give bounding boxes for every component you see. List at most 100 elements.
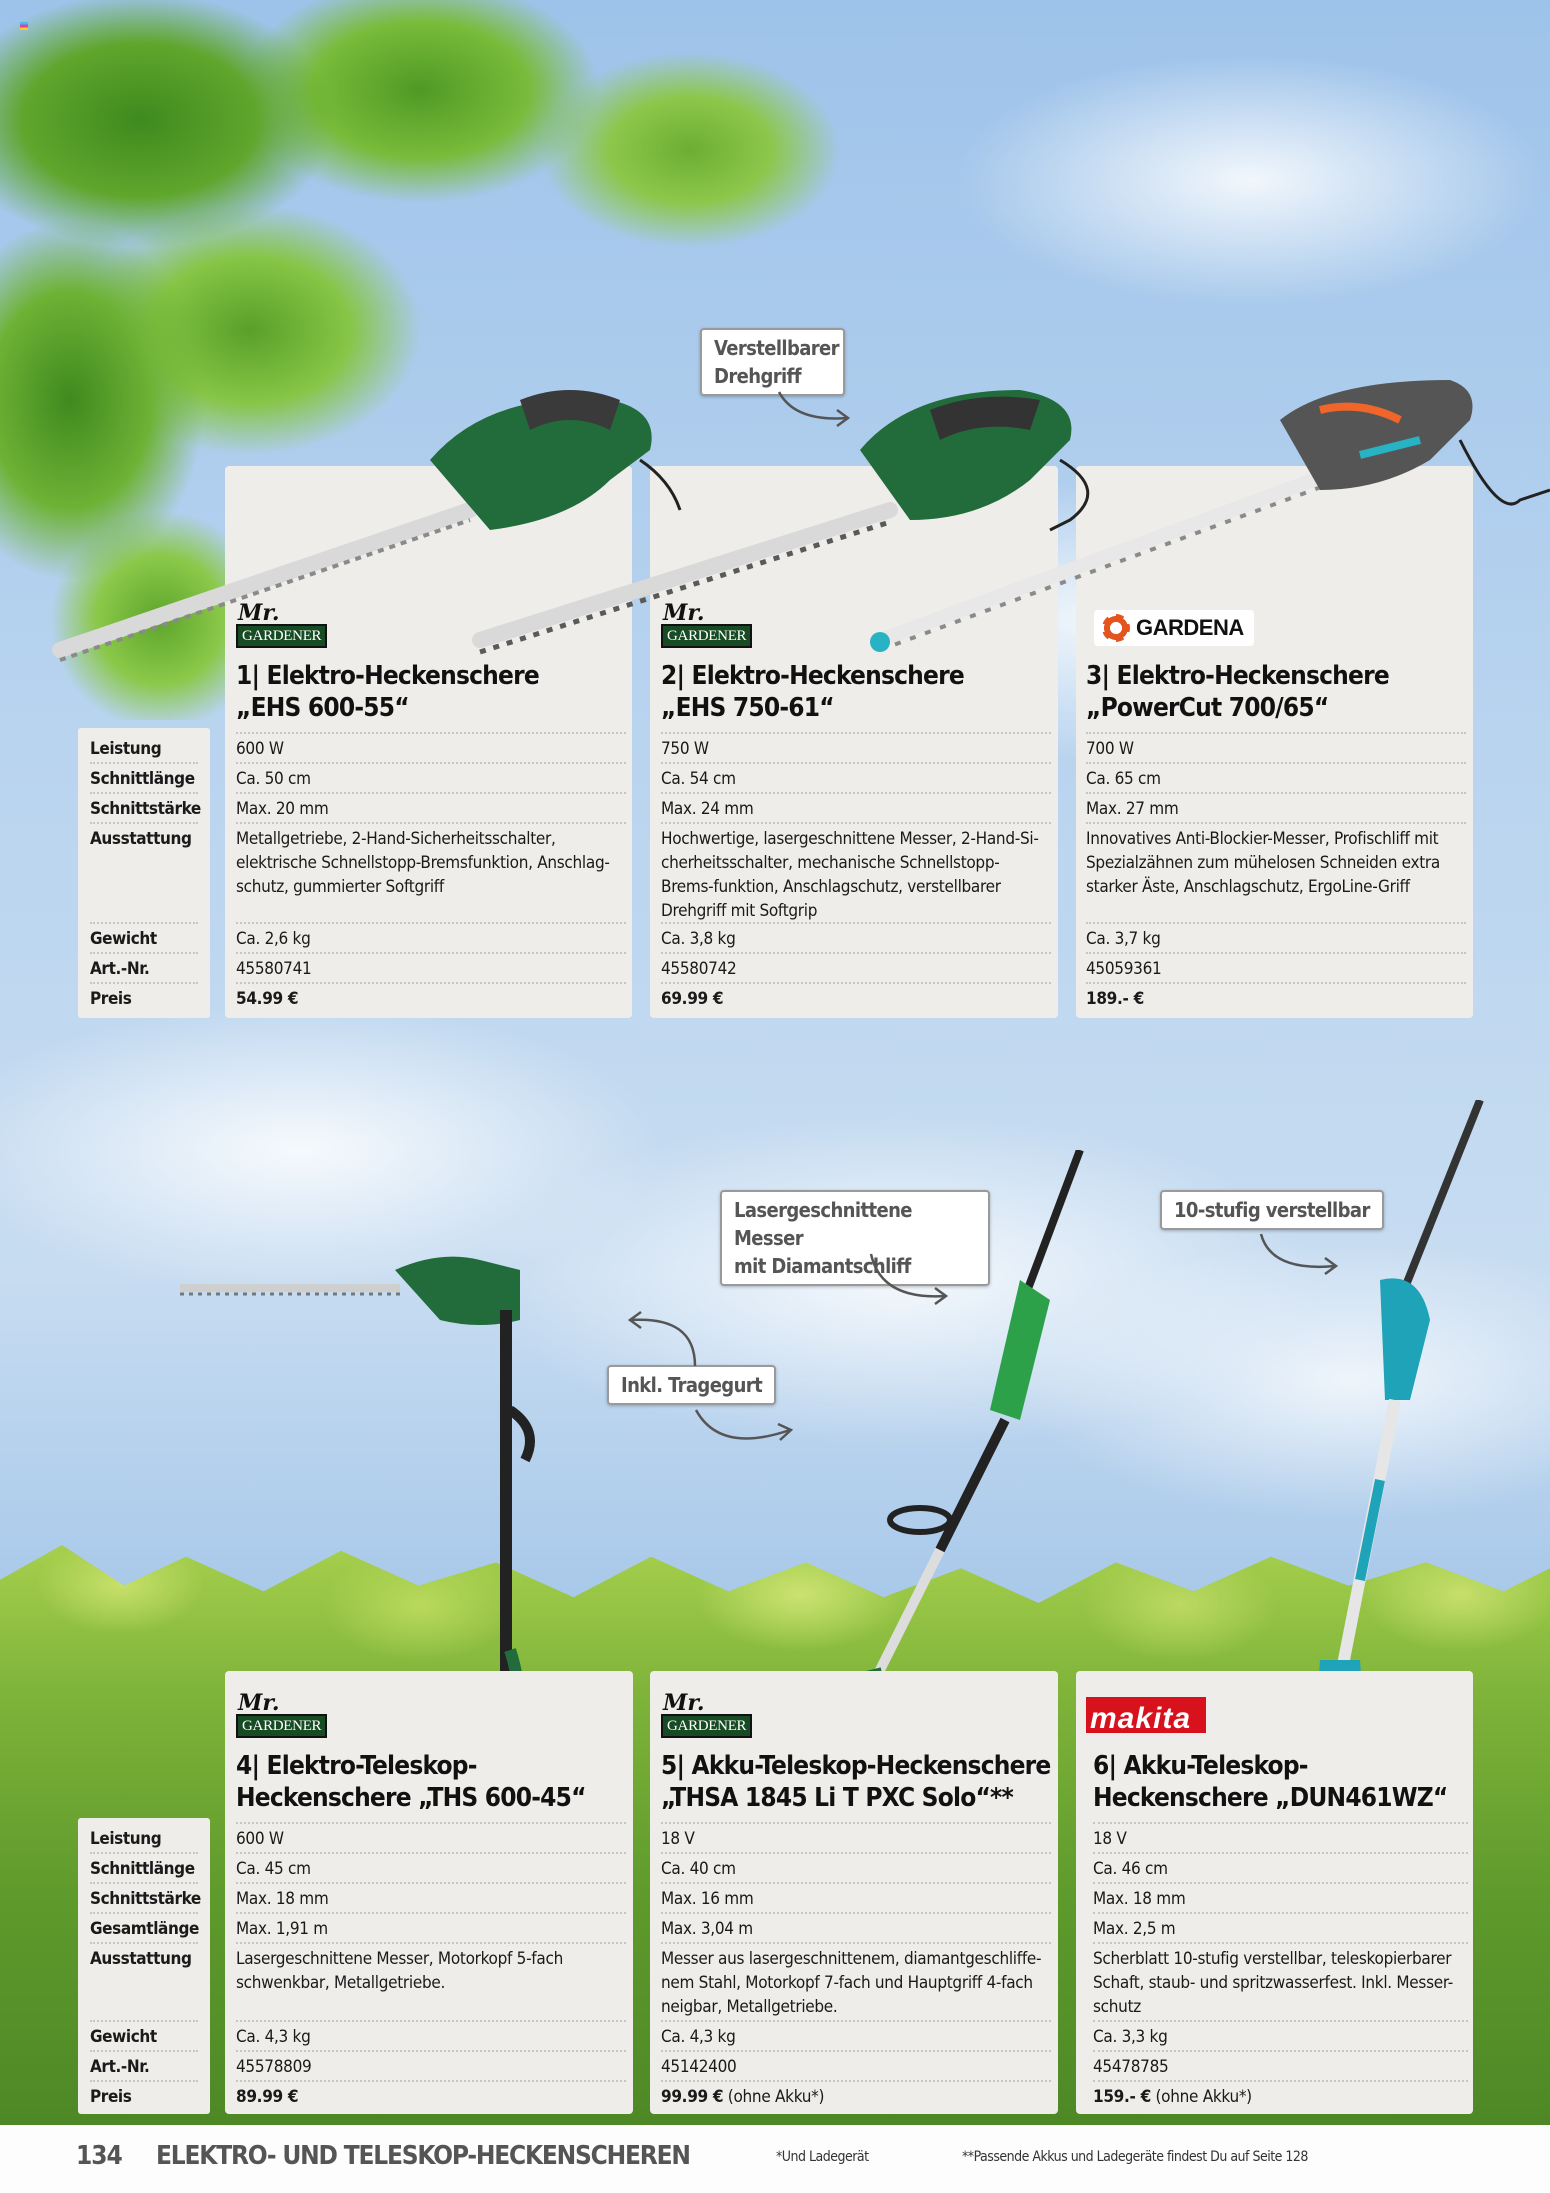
mr-gardener-logo: Mr. GARDENER: [236, 1692, 336, 1740]
label-leistung: Leistung: [90, 1824, 198, 1854]
value-artnr: 45580741: [236, 954, 626, 984]
value-gesamtlaenge: Max. 3,04 m: [661, 1914, 1051, 1944]
value-ausstattung: Hochwertige, lasergeschnittene Messer, 2…: [661, 824, 1051, 924]
label-artnr: Art.-Nr.: [90, 954, 198, 984]
product-card-3: [1076, 466, 1473, 1018]
page-number: 134: [76, 2141, 123, 2171]
hedge-trimmer-3-image: [870, 380, 1550, 652]
callout-tragegurt: Inkl. Tragegurt: [607, 1365, 777, 1405]
value-ausstattung: Scherblatt 10-stufig verstellbar, telesk…: [1093, 1944, 1468, 2022]
curved-arrow-icon: [627, 1310, 697, 1367]
value-artnr: 45059361: [1086, 954, 1466, 984]
value-leistung: 600 W: [236, 1824, 626, 1854]
callout-10-stufig-verstellbar: 10-stufig verstellbar: [1160, 1190, 1384, 1230]
label-preis: Preis: [90, 2087, 132, 2107]
value-preis: 89.99 €: [236, 2087, 299, 2107]
value-preis: 189.- €: [1086, 989, 1144, 1009]
label-gesamtlaenge: Gesamtlänge: [90, 1914, 199, 1944]
label-preis: Preis: [90, 989, 132, 1009]
product-specs-5: 18 V Ca. 40 cm Max. 16 mm Max. 3,04 m Me…: [661, 1824, 1051, 2112]
value-preis: 69.99 €: [661, 989, 724, 1009]
value-leistung: 600 W: [236, 734, 626, 764]
value-ausstattung: Messer aus lasergeschnittenem, diamantge…: [661, 1944, 1051, 2022]
value-ausstattung: Lasergeschnittene Messer, Motorkopf 5-fa…: [236, 1944, 626, 2022]
value-schnittlaenge: Ca. 45 cm: [236, 1854, 626, 1884]
value-leistung: 18 V: [1093, 1824, 1468, 1854]
value-schnittstaerke: Max. 18 mm: [236, 1884, 626, 1914]
value-schnittstaerke: Max. 18 mm: [1093, 1884, 1468, 1914]
hedge-trimmer-2-image: [472, 390, 1090, 655]
label-leistung: Leistung: [90, 734, 198, 764]
label-artnr: Art.-Nr.: [90, 2052, 198, 2082]
spec-labels-top: Leistung Schnittlänge Schnittstärke Auss…: [78, 728, 210, 1018]
product-title-5: 5| Akku-Teleskop-Heckenschere „THSA 1845…: [661, 1750, 1051, 1824]
value-preis: 99.99 € (ohne Akku*): [661, 2087, 825, 2107]
value-gewicht: Ca. 4,3 kg: [236, 2022, 626, 2052]
product-specs-1: 600 W Ca. 50 cm Max. 20 mm Metallgetrieb…: [236, 734, 626, 1014]
callout-lasergeschnittene-messer: Lasergeschnittene Messer mit Diamantschl…: [720, 1190, 990, 1286]
value-schnittstaerke: Max. 24 mm: [661, 794, 1051, 824]
value-gewicht: Ca. 4,3 kg: [661, 2022, 1051, 2052]
value-leistung: 700 W: [1086, 734, 1466, 764]
label-gewicht: Gewicht: [90, 924, 198, 954]
value-leistung: 18 V: [661, 1824, 1051, 1854]
product-title-6: 6| Akku-Teleskop- Heckenschere „DUN461WZ…: [1093, 1750, 1468, 1824]
footnote-1: *Und Ladegerät: [776, 2149, 869, 2165]
label-schnittlaenge: Schnittlänge: [90, 764, 198, 794]
value-schnittstaerke: Max. 16 mm: [661, 1884, 1051, 1914]
product-title-4: 4| Elektro-Teleskop- Heckenschere „THS 6…: [236, 1750, 626, 1824]
label-ausstattung: Ausstattung: [90, 824, 198, 924]
value-preis: 159.- € (ohne Akku*): [1093, 2087, 1252, 2107]
curved-arrow-icon: [869, 1253, 949, 1306]
curved-arrow-icon: [694, 1409, 794, 1441]
label-schnittstaerke: Schnittstärke: [90, 1884, 201, 1914]
value-artnr: 45578809: [236, 2052, 626, 2082]
value-gesamtlaenge: Max. 1,91 m: [236, 1914, 626, 1944]
page-footer: 134 ELEKTRO- UND TELESKOP-HECKENSCHEREN …: [0, 2125, 1550, 2193]
hedge-trimmer-1-image: [52, 390, 682, 662]
footnote-2: **Passende Akkus und Ladegeräte findest …: [962, 2149, 1308, 2165]
label-gewicht: Gewicht: [90, 2022, 198, 2052]
product-title-1: 1| Elektro-Heckenschere „EHS 600-55“: [236, 660, 626, 734]
mr-gardener-logo: Mr. GARDENER: [661, 602, 761, 650]
value-ausstattung: Metallgetriebe, 2-Hand-Sicherheitsschalt…: [236, 824, 626, 924]
spec-labels-bottom: Leistung Schnittlänge Schnittstärke Gesa…: [78, 1818, 210, 2114]
value-gewicht: Ca. 3,7 kg: [1086, 924, 1466, 954]
makita-logo: makita: [1086, 1697, 1206, 1733]
value-artnr: 45580742: [661, 954, 1051, 984]
value-preis: 54.99 €: [236, 989, 299, 1009]
gardena-logo: GARDENA: [1094, 610, 1254, 646]
curved-arrow-icon: [777, 391, 851, 428]
section-title: ELEKTRO- UND TELESKOP-HECKENSCHEREN: [156, 2141, 691, 2171]
product-specs-3: 700 W Ca. 65 cm Max. 27 mm Innovatives A…: [1086, 734, 1466, 1014]
label-schnittlaenge: Schnittlänge: [90, 1854, 198, 1884]
value-artnr: 45142400: [661, 2052, 1051, 2082]
pole-hedge-trimmer-4-image: [180, 1256, 535, 1750]
value-gesamtlaenge: Max. 2,5 m: [1093, 1914, 1468, 1944]
product-specs-4: 600 W Ca. 45 cm Max. 18 mm Max. 1,91 m L…: [236, 1824, 626, 2112]
value-leistung: 750 W: [661, 734, 1051, 764]
gardena-sun-icon: [1102, 614, 1130, 642]
label-schnittstaerke: Schnittstärke: [90, 794, 201, 824]
value-gewicht: Ca. 3,3 kg: [1093, 2022, 1468, 2052]
value-schnittstaerke: Max. 20 mm: [236, 794, 626, 824]
value-gewicht: Ca. 3,8 kg: [661, 924, 1051, 954]
curved-arrow-icon: [1259, 1233, 1339, 1276]
value-ausstattung: Innovatives Anti-Blockier-Messer, Profis…: [1086, 824, 1466, 924]
label-ausstattung: Ausstattung: [90, 1944, 198, 2022]
product-card-1: [225, 466, 632, 1018]
value-schnittlaenge: Ca. 54 cm: [661, 764, 1051, 794]
product-card-6: [1076, 1671, 1473, 2114]
value-gewicht: Ca. 2,6 kg: [236, 924, 626, 954]
value-schnittlaenge: Ca. 65 cm: [1086, 764, 1466, 794]
callout-verstellbarer-drehgriff: Verstellbarer Drehgriff: [700, 328, 845, 396]
mr-gardener-logo: Mr. GARDENER: [661, 1692, 761, 1740]
product-card-4: [225, 1671, 633, 2114]
value-schnittlaenge: Ca. 50 cm: [236, 764, 626, 794]
product-specs-2: 750 W Ca. 54 cm Max. 24 mm Hochwertige, …: [661, 734, 1051, 1014]
color-mark-icon: [20, 22, 28, 30]
value-schnittlaenge: Ca. 40 cm: [661, 1854, 1051, 1884]
value-schnittstaerke: Max. 27 mm: [1086, 794, 1466, 824]
product-card-5: [650, 1671, 1058, 2114]
product-title-2: 2| Elektro-Heckenschere „EHS 750-61“: [661, 660, 1051, 734]
